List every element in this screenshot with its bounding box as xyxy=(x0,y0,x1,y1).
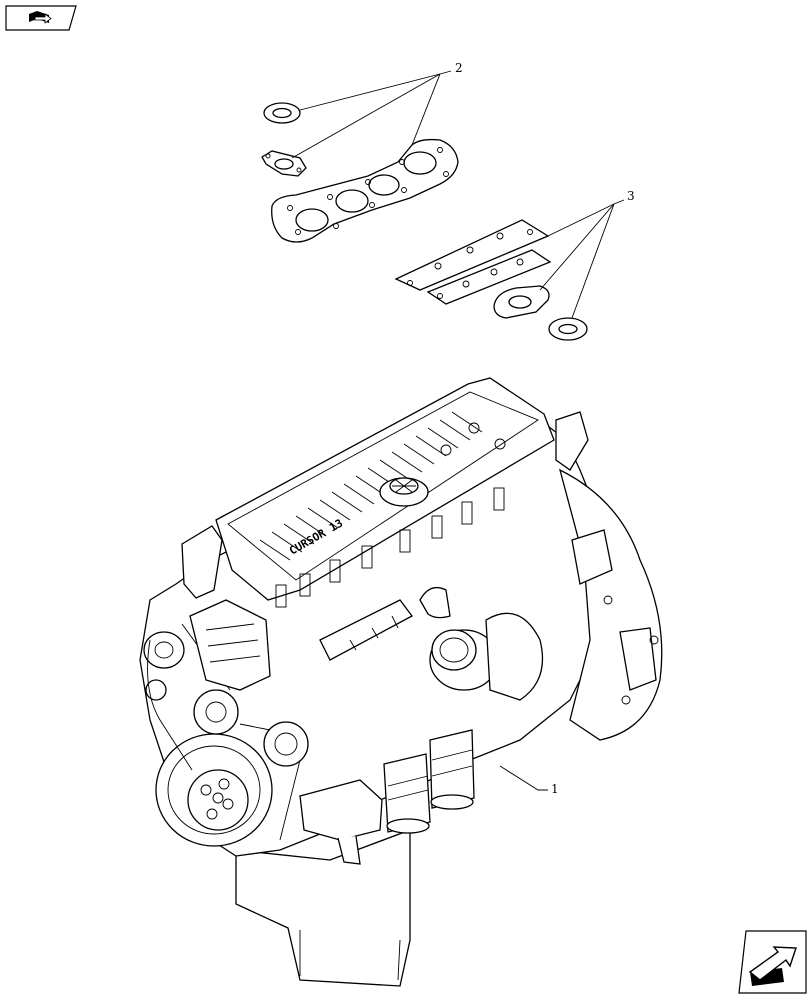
callout-label-2: 2 xyxy=(455,61,463,75)
next-page-button[interactable] xyxy=(738,930,807,994)
oval-flange-gasket xyxy=(493,285,550,319)
oil-filler-cap xyxy=(379,477,429,507)
tensioner-pulley xyxy=(263,721,309,767)
large-washer xyxy=(548,317,588,341)
turbocharger xyxy=(419,586,544,701)
head-gasket-set xyxy=(261,102,459,243)
forward-arrow-icon xyxy=(738,930,807,994)
cylinder-head-gasket xyxy=(271,138,459,243)
flange-gasket xyxy=(261,150,307,177)
callout-label-1: 1 xyxy=(551,782,559,796)
manifold-gasket-set xyxy=(394,219,588,341)
book-with-arrow-icon xyxy=(5,5,77,31)
fuel-filters xyxy=(383,729,475,834)
alternator-pulley xyxy=(193,689,239,735)
callout-2: 2 xyxy=(291,61,463,159)
manifold-gasket-lower xyxy=(426,249,552,305)
back-to-index-button[interactable] xyxy=(5,5,77,31)
callout-3: 3 xyxy=(539,189,635,319)
fan-pulley xyxy=(143,631,185,701)
small-washer xyxy=(263,102,301,124)
crankshaft-pulley xyxy=(155,733,273,847)
callout-1: 1 xyxy=(499,765,559,796)
callout-label-3: 3 xyxy=(627,189,635,203)
engine-assembly: CURSOR 13 xyxy=(139,377,663,987)
